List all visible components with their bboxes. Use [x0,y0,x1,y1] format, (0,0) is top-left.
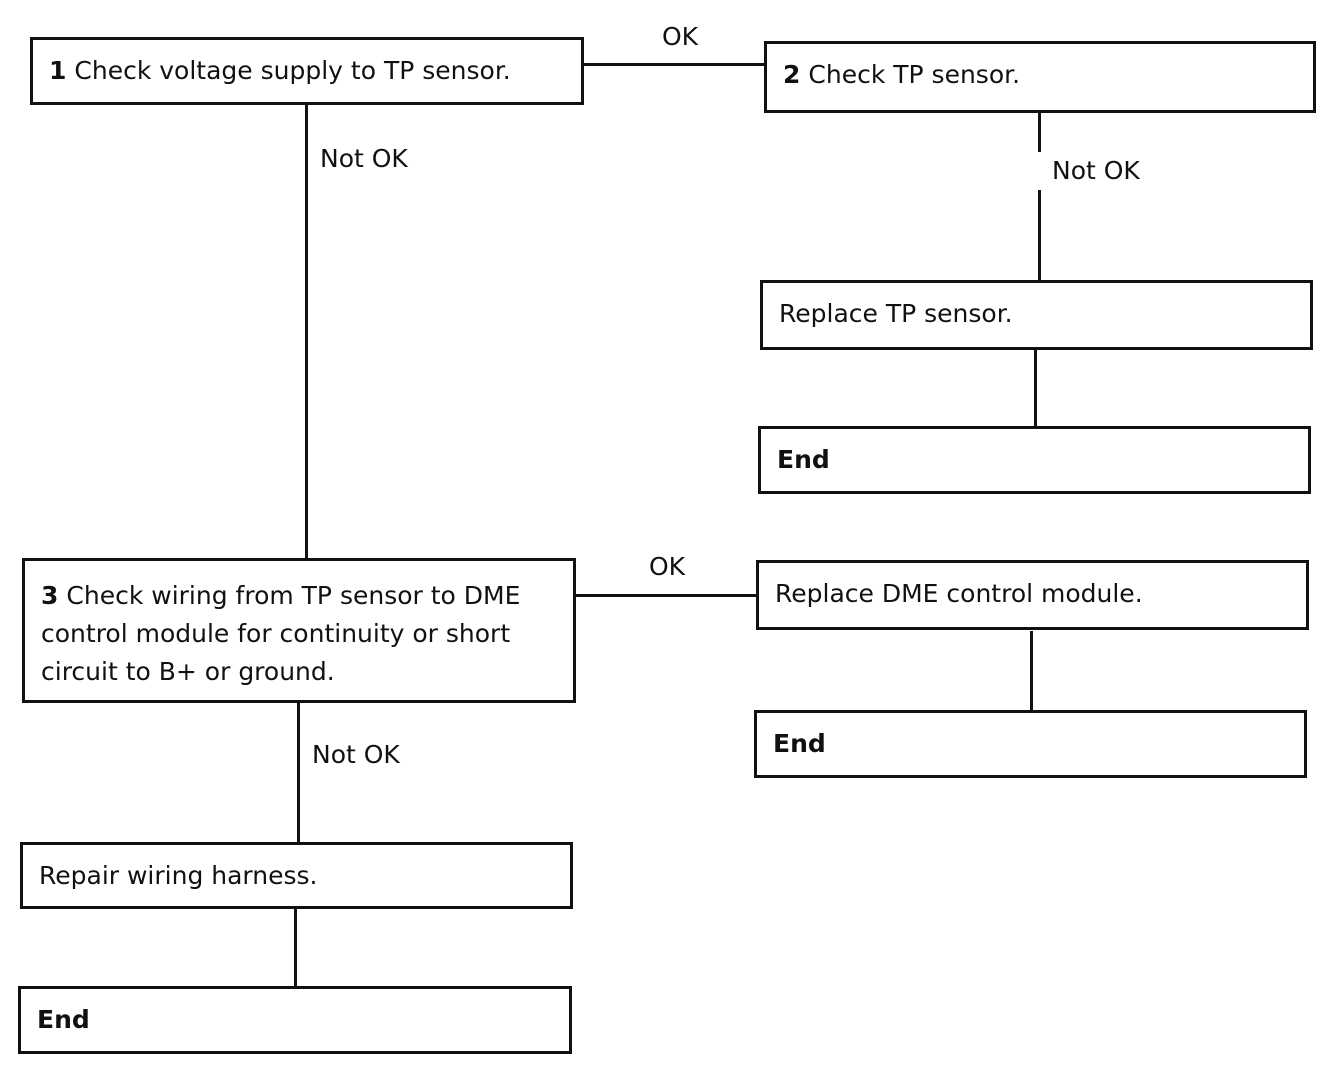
end-text: End [777,445,830,474]
replace-tp-sensor-box: Replace TP sensor. [760,280,1313,350]
connector-step3-replace-dme [575,594,759,597]
repair-wiring-text: Repair wiring harness. [39,861,318,890]
repair-wiring-box: Repair wiring harness. [20,842,573,909]
label-ok-step3: OK [649,552,686,582]
end-box-repair: End [18,986,572,1054]
connector-step1-step3 [305,104,308,560]
connector-replace-dme-end [1030,631,1033,713]
end-box-dme: End [754,710,1307,778]
step2-number: 2 [783,60,801,89]
connector-repair-end [294,907,297,989]
step3-number: 3 [41,581,59,610]
step3-text: Check wiring from TP sensor to DME contr… [41,581,521,686]
label-not-ok-step3: Not OK [312,740,400,770]
end-text: End [37,1005,90,1034]
replace-dme-box: Replace DME control module. [756,560,1309,630]
end-text: End [773,729,826,758]
end-box-tp: End [758,426,1311,494]
label-ok-step1: OK [662,22,699,52]
connector-replace-tp-end [1034,348,1037,428]
label-not-ok-step2: Not OK [1038,152,1140,190]
replace-dme-text: Replace DME control module. [775,579,1143,608]
connector-step2-replace-tp [1038,112,1041,282]
connector-step1-step2 [583,63,766,66]
step2-text: Check TP sensor. [808,60,1021,89]
step1-number: 1 [49,56,67,85]
step1-text: Check voltage supply to TP sensor. [74,56,511,85]
replace-tp-sensor-text: Replace TP sensor. [779,299,1013,328]
connector-step3-repair [297,702,300,844]
label-not-ok-step1: Not OK [320,144,408,174]
